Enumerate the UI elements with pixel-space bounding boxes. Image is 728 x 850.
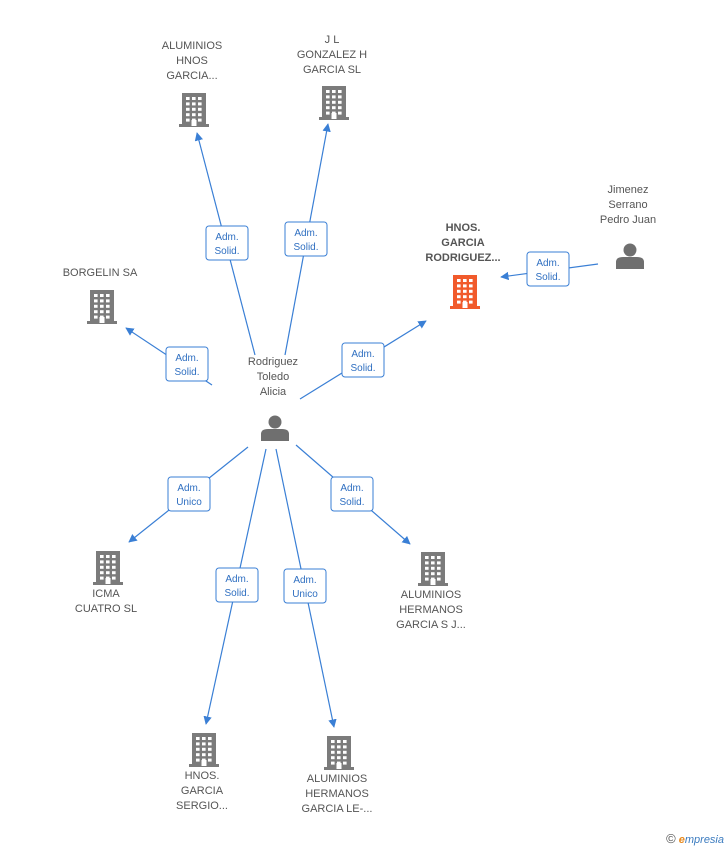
role-badge-frame [283,568,327,604]
edge-center-to-aluminios_le: Adm. Unico [275,448,337,728]
role-badge-frame [526,251,570,287]
node-label: GARCIA [441,237,484,249]
role-badge[interactable]: Adm. Solid. [165,346,209,382]
role-badge-text: Adm. [225,574,248,585]
role-badge[interactable]: Adm. Solid. [526,251,570,287]
building-icon [189,733,219,767]
building-icon [93,551,123,585]
node-aluminios_sj[interactable]: ALUMINIOS HERMANOS GARCIA S J... [396,552,466,631]
role-badge-frame [341,342,385,378]
role-badge-text: Unico [292,589,318,600]
brand-first-letter: e [678,834,685,846]
node-label: HERMANOS [305,788,369,800]
node-label: HNOS. [185,770,220,782]
role-badge-text: Solid. [339,497,364,508]
node-aluminios_hnos[interactable]: ALUMINIOS HNOS GARCIA... [162,40,223,127]
edge-center-to-aluminios_hnos: Adm. Solid. [194,132,256,356]
role-badge[interactable]: Adm. Unico [283,568,327,604]
node-label: GARCIA LE-... [302,803,373,815]
role-badge[interactable]: Adm. Solid. [330,476,374,512]
node-label: ALUMINIOS [401,589,462,601]
role-badge-text: Adm. [177,483,200,494]
role-badge[interactable]: Adm. Unico [167,476,211,512]
building-icon [324,736,354,770]
node-label: ICMA [92,588,120,600]
node-label: SERGIO... [176,800,228,812]
edge-center-to-jl_gonzalez: Adm. Solid. [284,123,331,356]
node-icma[interactable]: ICMA CUATRO SL [75,551,137,615]
role-badge-text: Solid. [535,272,560,283]
node-label: GARCIA SL [303,64,361,76]
role-badge-text: Adm. [536,258,559,269]
edge-jimenez-to-hnos_rodriguez: Adm. Solid. [500,251,599,287]
role-badge-text: Adm. [293,575,316,586]
node-label: HNOS. [446,222,481,234]
edge-center-to-hnos_sergio: Adm. Solid. [203,448,267,725]
node-hnos_sergio[interactable]: HNOS. GARCIA SERGIO... [176,733,228,812]
edge-center-to-aluminios_sj: Adm. Solid. [295,444,411,545]
node-label: Jimenez [608,184,649,196]
node-label: GARCIA S J... [396,619,466,631]
building-icon [450,275,480,309]
role-badge-frame [284,221,328,257]
copyright-symbol: © [666,831,676,846]
node-label: RODRIGUEZ... [425,252,500,264]
role-badge-text: Adm. [215,232,238,243]
node-label: Alicia [260,386,287,398]
node-label: J L [325,34,340,46]
node-label: Pedro Juan [600,214,656,226]
role-badge-text: Adm. [340,483,363,494]
role-badge-frame [167,476,211,512]
role-badge-frame [330,476,374,512]
node-hnos_rodriguez[interactable]: HNOS. GARCIA RODRIGUEZ... [425,222,501,309]
role-badge-frame [205,225,249,261]
node-label: HERMANOS [399,604,463,616]
edge-center-to-borgelin: Adm. Solid. [125,327,213,386]
brand-name-rest: mpresia [684,834,724,846]
edge-center-to-hnos_rodriguez: Adm. Solid. [299,320,427,400]
role-badge-text: Solid. [174,367,199,378]
role-badge-text: Adm. [294,228,317,239]
edge-center-to-icma: Adm. Unico [128,446,249,543]
building-icon [179,93,209,127]
node-aluminios_le[interactable]: ALUMINIOS HERMANOS GARCIA LE-... [302,736,373,815]
role-badge[interactable]: Adm. Solid. [205,225,249,261]
role-badge-text: Unico [176,497,202,508]
role-badge-text: Solid. [350,363,375,374]
node-label: GARCIA... [166,70,217,82]
node-label: GARCIA [181,785,224,797]
role-badge[interactable]: Adm. Solid. [284,221,328,257]
node-label: ALUMINIOS [307,773,368,785]
role-badge-text: Solid. [224,588,249,599]
role-badge-frame [215,567,259,603]
node-label: CUATRO SL [75,603,137,615]
node-jl_gonzalez[interactable]: J L GONZALEZ H GARCIA SL [297,34,367,120]
node-label: Serrano [608,199,647,211]
role-badge-text: Adm. [175,353,198,364]
building-icon [87,290,117,324]
role-badge-text: Solid. [293,242,318,253]
node-label: Rodriguez [248,356,298,368]
node-label: GONZALEZ H [297,49,367,61]
empresia-brand[interactable]: © empresia [666,831,724,846]
person-icon [616,243,644,269]
role-badge-text: Solid. [214,246,239,257]
edges-layer: Adm. Solid. Adm. Solid. Adm. Solid. Adm. Solid.… [125,123,599,728]
node-label: HNOS [176,55,208,67]
role-badge-frame [165,346,209,382]
role-badge[interactable]: Adm. Solid. [341,342,385,378]
node-label: ALUMINIOS [162,40,223,52]
building-icon [418,552,448,586]
role-badge[interactable]: Adm. Solid. [215,567,259,603]
building-icon [319,86,349,120]
role-badge-text: Adm. [351,349,374,360]
node-borgelin[interactable]: BORGELIN SA [63,267,138,324]
node-label: Toledo [257,371,289,383]
person-icon [261,415,289,441]
node-label: BORGELIN SA [63,267,138,279]
